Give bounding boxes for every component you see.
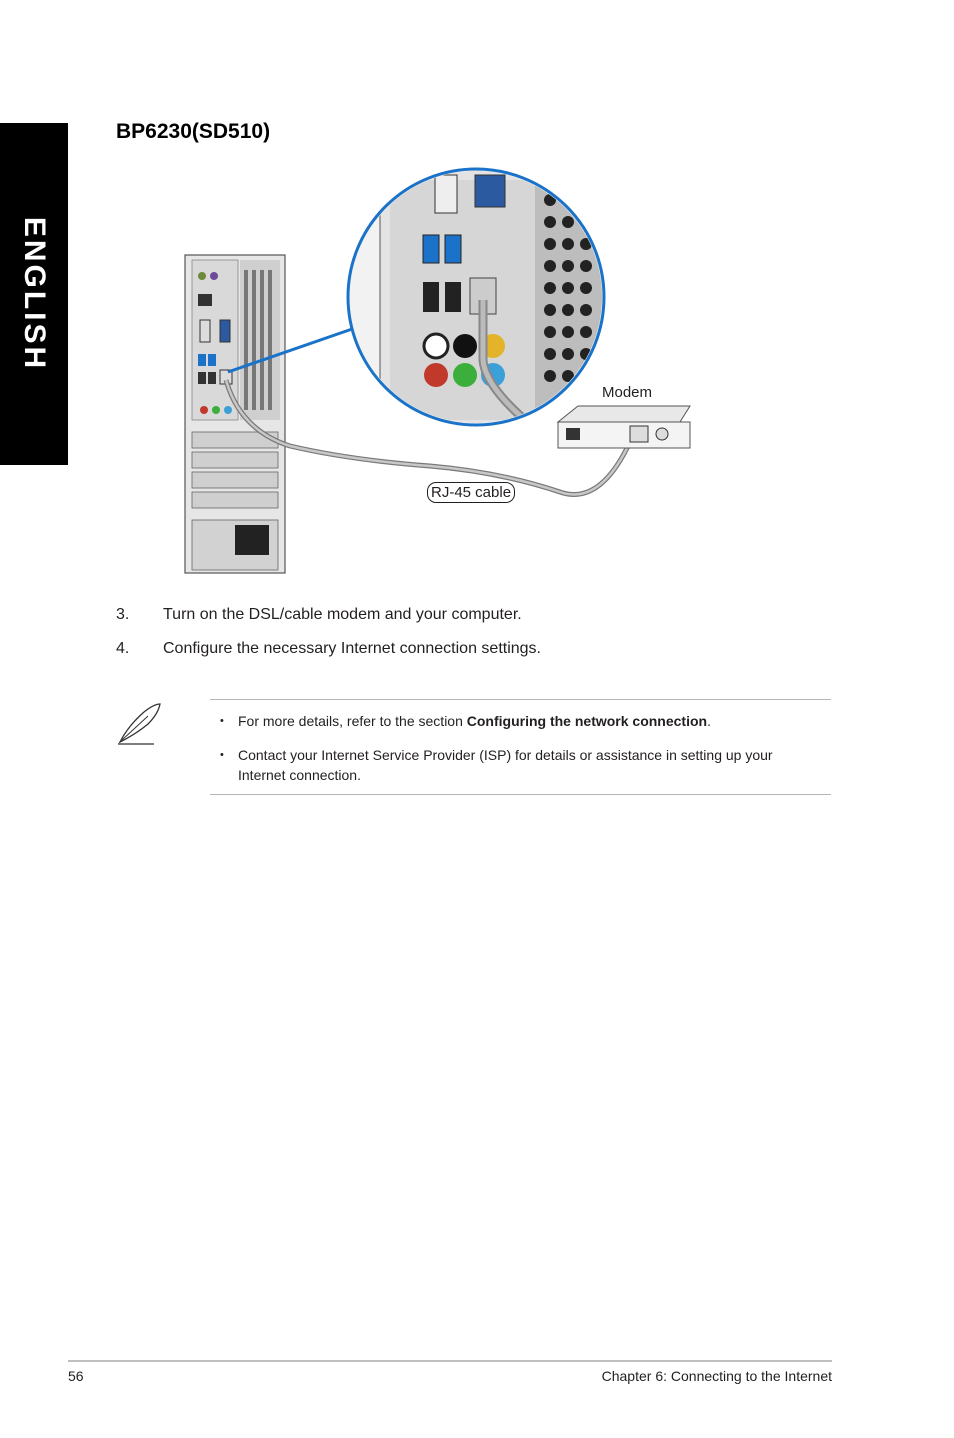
pc-modem-diagram [184,167,691,574]
bullet: • [220,715,224,727]
note-item: • Contact your Internet Service Provider… [220,745,820,785]
step-number: 3. [116,606,130,623]
language-side-tab: ENGLISH [0,123,68,465]
model-heading: BP6230(SD510) [116,120,271,143]
section-reference: Configuring the network connection [466,713,708,729]
connection-illustration: Modem RJ-45 cable [180,160,710,580]
note-text: Contact your Internet Service Provider (… [238,747,773,783]
language-label: ENGLISH [18,216,51,372]
chapter-title: Chapter 6: Connecting to the Internet [601,1368,832,1384]
note-text: For more details, refer to the section [238,713,467,729]
note-item: • For more details, refer to the section… [220,711,820,731]
step-text: Configure the necessary Internet connect… [163,640,541,657]
bullet: • [220,749,224,761]
page-number: 56 [68,1368,84,1384]
footer-divider [68,1360,832,1362]
note-box: • For more details, refer to the section… [210,699,831,795]
step-text: Turn on the DSL/cable modem and your com… [163,606,522,623]
step-number: 4. [116,640,130,657]
note-text-suffix: . [707,713,711,729]
pen-icon [114,700,164,748]
modem-label: Modem [602,384,653,401]
cable-label: RJ-45 cable [427,482,516,503]
